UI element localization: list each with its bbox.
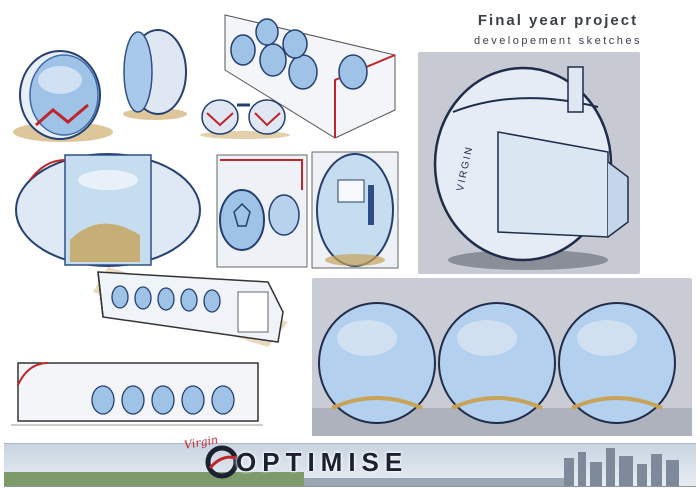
title-line-1: Final year project bbox=[477, 12, 639, 29]
sketch-pod-interface bbox=[311, 151, 399, 269]
optimise-logo-text: OPTIMISE bbox=[236, 447, 409, 477]
optimise-banner bbox=[4, 443, 696, 487]
optimise-logo-ring-icon bbox=[205, 445, 239, 479]
sketch-platform-pods bbox=[312, 302, 692, 436]
sketch-pod-side bbox=[123, 29, 187, 120]
sketch-carriage-angled bbox=[93, 267, 288, 347]
sketch-carriage-side bbox=[11, 362, 263, 426]
sketch-station-pods bbox=[216, 154, 308, 268]
page-title: Final year project developement sketches bbox=[428, 12, 688, 47]
title-line-2: developement sketches bbox=[473, 35, 643, 47]
sketch-pod-row-frame bbox=[224, 14, 396, 139]
sketch-virgin-pod bbox=[433, 66, 629, 270]
sketch-pod-front bbox=[13, 50, 113, 142]
sketch-pod-interior bbox=[15, 153, 201, 267]
sketch-twin-pods bbox=[200, 99, 290, 139]
banner-skyline-image bbox=[4, 444, 696, 486]
